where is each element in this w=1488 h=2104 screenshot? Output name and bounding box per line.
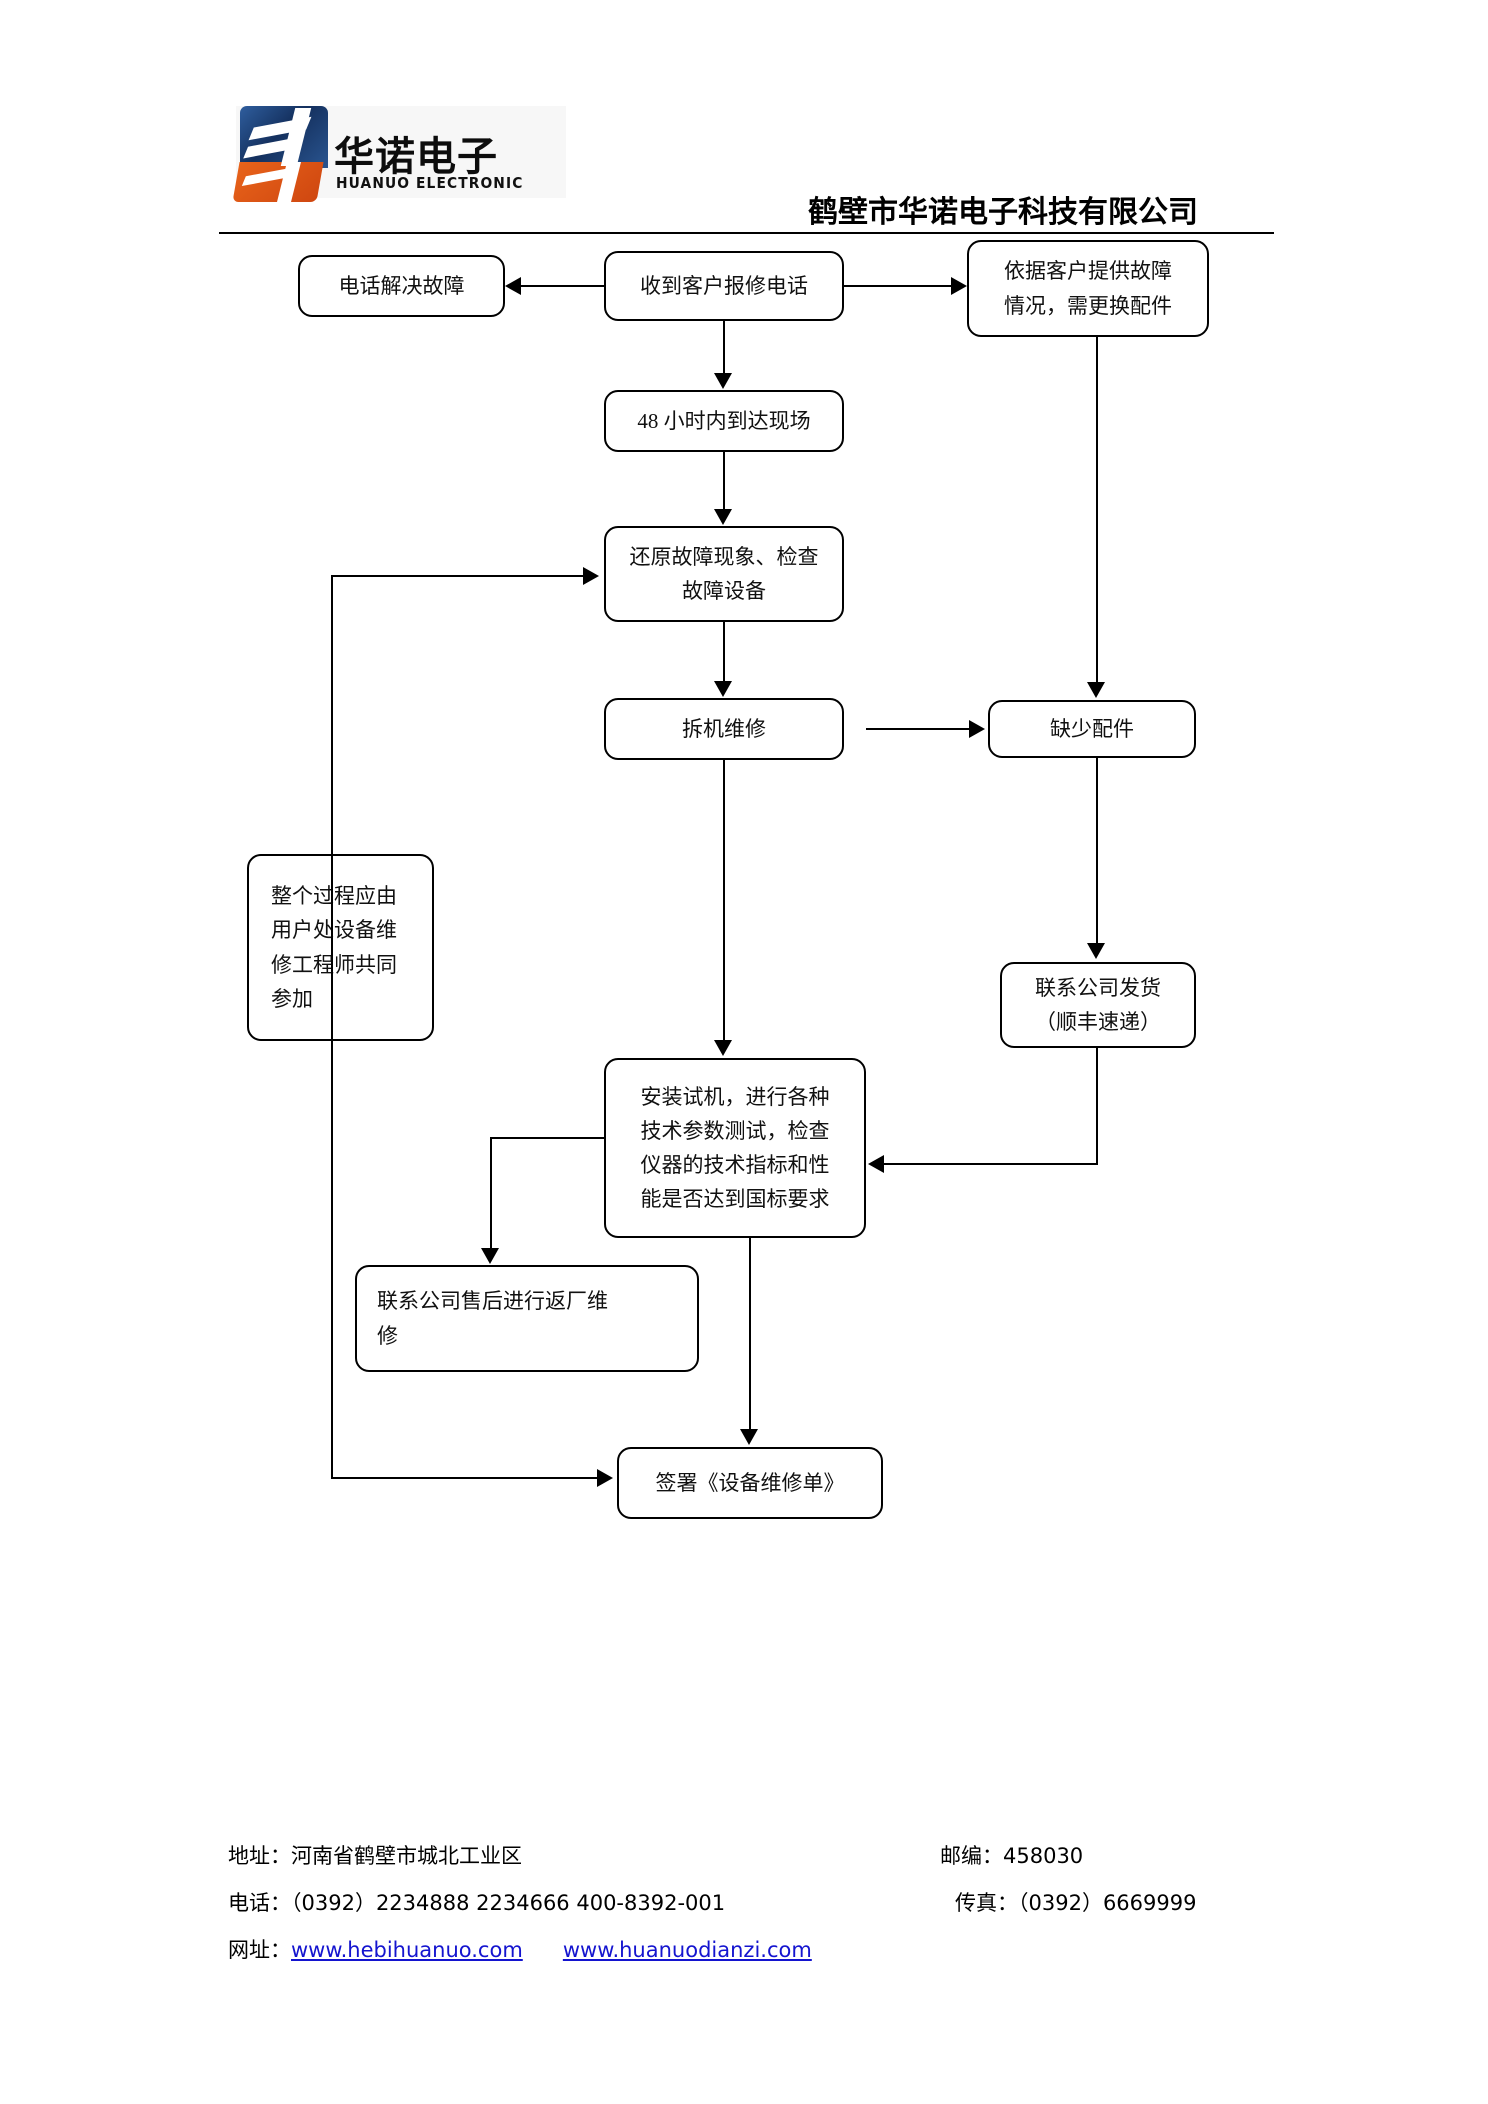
edge-missing-ship-line <box>1096 758 1098 944</box>
flow-node-phone-fix[interactable]: 电话解决故障 <box>298 255 505 317</box>
flow-node-label: 联系公司售后进行返厂维 修 <box>377 1289 608 1348</box>
logo-english-name: HUANUO ELECTRONIC <box>336 174 524 192</box>
footer-phone-row: 电话：（0392）2234888 2234666 400-8392-001 <box>228 1887 725 1917</box>
edge-arrive-restore-arrow <box>714 509 732 525</box>
edge-needparts-missing-arrow <box>1087 682 1105 698</box>
flow-node-ship-parts[interactable]: 联系公司发货 （顺丰速递） <box>1000 962 1196 1048</box>
flow-node-label: 拆机维修 <box>682 716 766 741</box>
edge-missing-ship-arrow <box>1087 943 1105 959</box>
flow-node-install-test[interactable]: 安装试机，进行各种 技术参数测试，检查 仪器的技术指标和性 能是否达到国标要求 <box>604 1058 866 1238</box>
edge-receivecall-phonefix-line <box>521 285 605 287</box>
footer-phone-value: （0392）2234888 2234666 400-8392-001 <box>291 1891 726 1915</box>
company-logo: 华诺电子 HUANUO ELECTRONIC <box>232 106 566 202</box>
edge-feedback-rail-top-hline <box>331 575 584 577</box>
edge-restore-disassemble-line <box>723 622 725 682</box>
header-divider <box>219 232 1274 234</box>
flow-node-label: 签署《设备维修单》 <box>655 1470 845 1495</box>
edge-install-sign-line <box>749 1238 751 1430</box>
edge-receivecall-phonefix-arrow <box>505 277 521 295</box>
footer-fax-row: 传真：（0392）6669999 <box>955 1887 1196 1917</box>
edge-disassemble-install-line <box>723 760 725 1041</box>
footer-postcode-value: 458030 <box>1003 1844 1084 1868</box>
flow-node-sign-order[interactable]: 签署《设备维修单》 <box>617 1447 883 1519</box>
flow-node-arrive-48h[interactable]: 48 小时内到达现场 <box>604 390 844 452</box>
footer-web-gap <box>523 1938 563 1962</box>
footer-fax-label: 传真： <box>955 1891 1018 1915</box>
edge-receivecall-needparts-line <box>844 285 952 287</box>
edge-ship-install-vline <box>1096 1048 1098 1165</box>
edge-feedback-rail-bottom-hline <box>331 1477 598 1479</box>
footer-web-row: 网址：www.hebihuanuo.com www.huanuodianzi.c… <box>228 1934 812 1964</box>
footer-address-label: 地址： <box>228 1844 291 1868</box>
footer-address-value: 河南省鹤壁市城北工业区 <box>291 1844 522 1868</box>
edge-ship-install-arrow <box>868 1155 884 1173</box>
footer-address-row: 地址：河南省鹤壁市城北工业区 <box>228 1840 522 1870</box>
footer-phone-label: 电话： <box>228 1891 291 1915</box>
flow-node-disassemble[interactable]: 拆机维修 <box>604 698 844 760</box>
footer-web-label: 网址： <box>228 1938 291 1962</box>
flow-node-return-factory[interactable]: 联系公司售后进行返厂维 修 <box>355 1265 699 1372</box>
footer-postcode-row: 邮编：458030 <box>940 1840 1083 1870</box>
edge-disassemble-install-arrow <box>714 1040 732 1056</box>
flow-node-label: 收到客户报修电话 <box>640 273 808 298</box>
flow-node-receive-call[interactable]: 收到客户报修电话 <box>604 251 844 321</box>
logo-mark-icon <box>232 106 328 202</box>
flow-node-restore-check[interactable]: 还原故障现象、检查 故障设备 <box>604 526 844 622</box>
edge-feedback-rail-vline <box>331 575 333 1477</box>
edge-needparts-missing-line <box>1096 337 1098 683</box>
edge-install-return-vline <box>490 1137 492 1249</box>
edge-install-return-arrow <box>481 1248 499 1264</box>
flow-node-label: 依据客户提供故障 情况，需更换配件 <box>1004 259 1172 318</box>
logo-chinese-name: 华诺电子 <box>334 134 498 180</box>
edge-disassemble-missing-arrow <box>969 720 985 738</box>
footer-postcode-label: 邮编： <box>940 1844 1003 1868</box>
flow-node-missing-parts[interactable]: 缺少配件 <box>988 700 1196 758</box>
footer-website-link-2[interactable]: www.huanuodianzi.com <box>562 1938 812 1962</box>
flow-node-label: 联系公司发货 （顺丰速递） <box>1035 975 1161 1034</box>
flow-node-label: 还原故障现象、检查 故障设备 <box>629 544 819 603</box>
edge-ship-install-hline <box>884 1163 1098 1165</box>
edge-receivecall-arrive-line <box>723 321 725 375</box>
flow-node-need-parts[interactable]: 依据客户提供故障 情况，需更换配件 <box>967 240 1209 337</box>
footer-fax-value: （0392）6669999 <box>1018 1891 1197 1915</box>
footer-website-link-1[interactable]: www.hebihuanuo.com <box>291 1938 523 1962</box>
flow-node-label: 电话解决故障 <box>338 273 465 298</box>
edge-restore-disassemble-arrow <box>714 681 732 697</box>
edge-feedback-rail-top-arrow <box>583 567 599 585</box>
edge-install-return-hline <box>490 1137 606 1139</box>
edge-arrive-restore-line <box>723 452 725 510</box>
edge-install-sign-arrow <box>740 1429 758 1445</box>
flow-node-label: 48 小时内到达现场 <box>637 408 811 433</box>
flow-node-label: 安装试机，进行各种 技术参数测试，检查 仪器的技术指标和性 能是否达到国标要求 <box>640 1084 830 1212</box>
flow-node-label: 整个过程应由 用户处设备维 修工程师共同 参加 <box>271 884 397 1011</box>
edge-receivecall-arrive-arrow <box>714 373 732 389</box>
page-title: 鹤壁市华诺电子科技有限公司 <box>808 195 1198 230</box>
flow-node-engineer-note[interactable]: 整个过程应由 用户处设备维 修工程师共同 参加 <box>247 854 434 1041</box>
edge-disassemble-missing-line <box>866 728 970 730</box>
flow-node-label: 缺少配件 <box>1050 716 1134 741</box>
edge-feedback-rail-bottom-arrow <box>597 1469 613 1487</box>
edge-receivecall-needparts-arrow <box>951 277 967 295</box>
